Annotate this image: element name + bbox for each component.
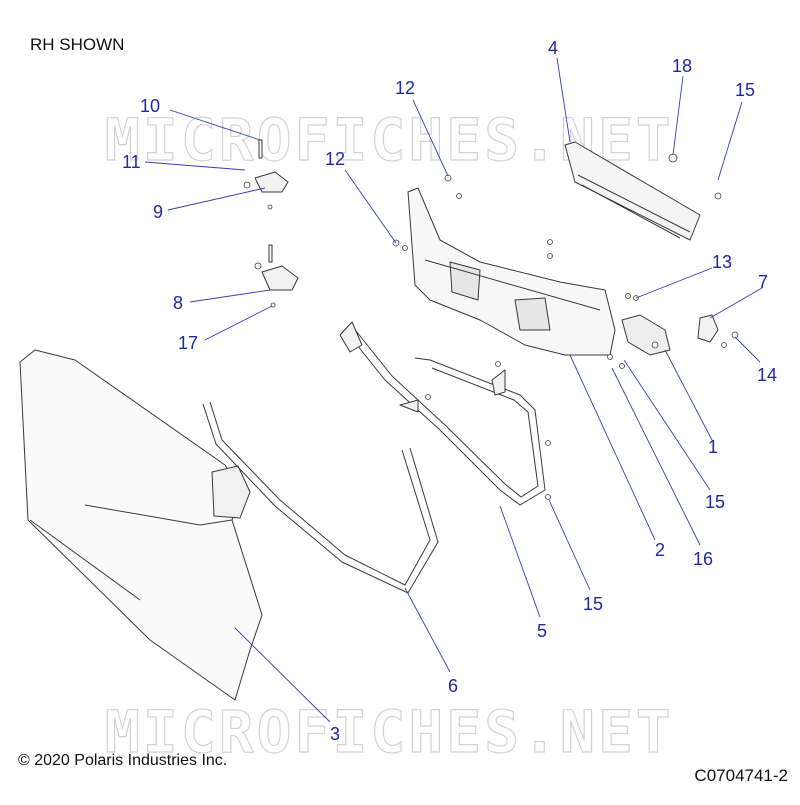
lower-hinge bbox=[254, 244, 299, 291]
view-note: RH SHOWN bbox=[30, 35, 125, 54]
callout-1: 1 bbox=[708, 437, 718, 457]
callout-11: 11 bbox=[122, 152, 141, 172]
callout-7: 7 bbox=[758, 272, 768, 292]
callout-4: 4 bbox=[548, 38, 558, 58]
upper-hinge bbox=[243, 139, 289, 193]
callout-3: 3 bbox=[330, 724, 340, 744]
callout-5: 5 bbox=[537, 621, 547, 641]
callout-10: 10 bbox=[140, 96, 160, 116]
callout-17: 17 bbox=[178, 333, 198, 353]
callout-12-upper: 12 bbox=[395, 78, 415, 98]
inner-door-panel bbox=[407, 187, 616, 356]
callout-16: 16 bbox=[693, 549, 713, 569]
watermark-bottom: MICROFICHES.NET bbox=[105, 698, 674, 766]
callout-15-bottom: 15 bbox=[583, 594, 603, 614]
callout-2: 2 bbox=[655, 540, 665, 560]
leader-lines bbox=[144, 57, 763, 723]
callout-18: 18 bbox=[672, 56, 692, 76]
door-latch bbox=[621, 314, 671, 356]
callout-12-lower: 12 bbox=[325, 149, 345, 169]
callout-9: 9 bbox=[153, 202, 163, 222]
striker-plate bbox=[697, 314, 719, 343]
door-seal bbox=[202, 401, 439, 594]
callout-6: 6 bbox=[448, 676, 458, 696]
figure-id: C0704741-2 bbox=[694, 766, 788, 785]
callout-15-right: 15 bbox=[705, 492, 725, 512]
copyright-notice: © 2020 Polaris Industries Inc. bbox=[18, 752, 228, 769]
callout-15-top: 15 bbox=[735, 80, 755, 100]
callout-8: 8 bbox=[173, 293, 183, 313]
callout-14: 14 bbox=[757, 365, 777, 385]
door-panel bbox=[19, 349, 263, 701]
callout-13: 13 bbox=[712, 252, 732, 272]
callout-labels: 10 11 9 8 17 12 12 4 18 15 13 7 14 1 15 … bbox=[122, 38, 777, 744]
door-frame-tube bbox=[339, 321, 546, 506]
upper-trim bbox=[564, 141, 701, 241]
